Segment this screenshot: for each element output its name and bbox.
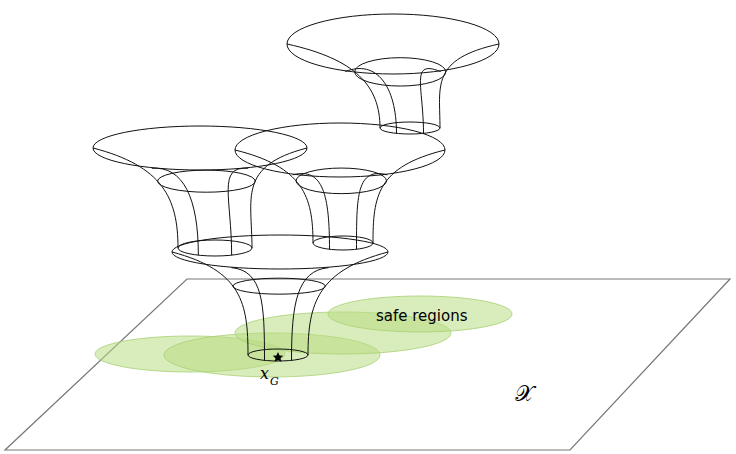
funnel-stroke <box>287 14 499 74</box>
funnel-stroke <box>228 168 248 255</box>
funnels <box>93 14 499 361</box>
funnel-stroke <box>93 148 178 248</box>
funnel-stroke <box>231 268 264 361</box>
goal-star <box>273 352 283 362</box>
funnel-stroke <box>235 150 313 243</box>
funnel-stroke <box>420 69 440 134</box>
funnel-stroke <box>357 174 388 250</box>
funnel-stroke <box>308 252 388 355</box>
funnel-stroke <box>380 122 440 134</box>
funnel-stroke <box>440 44 499 128</box>
goal-symbol: x <box>260 366 269 382</box>
funnel-stroke <box>158 170 256 192</box>
funnel-stroke <box>296 168 386 194</box>
space-symbol: 𝒳 <box>515 383 534 405</box>
funnel-stroke <box>248 349 308 361</box>
funnel-stroke <box>287 44 380 128</box>
funnel-stroke <box>355 58 446 86</box>
funnel-stroke <box>172 252 248 355</box>
region-label: safe regions <box>376 309 468 324</box>
safe-regions <box>95 296 512 377</box>
goal-subscript: G <box>270 376 279 387</box>
funnel-stroke <box>251 148 307 248</box>
funnel-stroke <box>233 278 325 294</box>
funnel-stroke <box>93 126 307 170</box>
funnel-stroke <box>292 268 329 361</box>
state-space-plane <box>5 279 730 450</box>
funnel-stroke <box>373 150 445 243</box>
funnel-stroke <box>235 123 445 177</box>
